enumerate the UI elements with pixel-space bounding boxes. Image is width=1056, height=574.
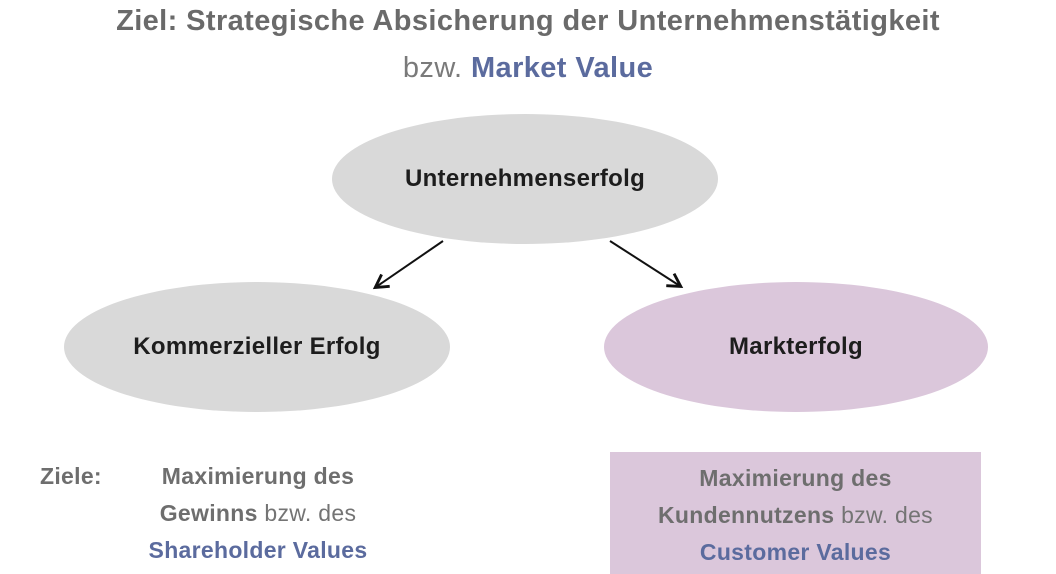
- goal-left-line2-bold: Gewinns: [159, 500, 258, 526]
- goal-left-line-2: Gewinns bzw. des: [108, 495, 408, 532]
- goal-left-line1-bold: Maximierung des: [161, 463, 355, 489]
- title-market-value-text: Market Value: [470, 52, 654, 84]
- goal-right-line2-bold: Kundennutzens: [658, 502, 835, 528]
- goal-left-line2-rest: bzw. des: [257, 500, 357, 526]
- title-bzw-text: bzw.: [402, 52, 471, 84]
- goals-heading: Ziele:: [40, 463, 102, 489]
- goal-right-line1-bold: Maximierung des: [699, 465, 892, 491]
- node-unternehmenserfolg-label: Unternehmenserfolg: [404, 165, 646, 192]
- goal-left-highlight: Shareholder Values: [148, 537, 368, 563]
- goal-block-left: Maximierung des Gewinns bzw. des Shareho…: [108, 458, 408, 569]
- goal-left-line-1: Maximierung des: [108, 458, 408, 495]
- goal-right-highlight: Customer Values: [699, 539, 892, 565]
- goal-left-line-3: Shareholder Values: [108, 532, 408, 569]
- arrow-top-to-right: [609, 240, 684, 289]
- node-kommerzieller-erfolg: Kommerzieller Erfolg: [64, 282, 450, 412]
- node-unternehmenserfolg: Unternehmenserfolg: [332, 114, 718, 244]
- node-kommerzieller-erfolg-label: Kommerzieller Erfolg: [133, 333, 381, 360]
- goal-right-line-3: Customer Values: [610, 534, 981, 571]
- slide-title-line-2: bzw. Market Value: [0, 52, 1056, 85]
- goal-right-line-2: Kundennutzens bzw. des: [610, 497, 981, 534]
- connector-arrows: [372, 240, 684, 290]
- goal-block-right: Maximierung des Kundennutzens bzw. des C…: [610, 452, 981, 574]
- node-markterfolg: Markterfolg: [604, 282, 988, 412]
- slide-title-line-1: Ziel: Strategische Absicherung der Unter…: [116, 5, 940, 37]
- goal-right-line-1: Maximierung des: [610, 460, 981, 497]
- arrow-top-to-left: [372, 240, 444, 290]
- goal-right-line2-rest: bzw. des: [834, 502, 933, 528]
- node-markterfolg-label: Markterfolg: [729, 333, 863, 360]
